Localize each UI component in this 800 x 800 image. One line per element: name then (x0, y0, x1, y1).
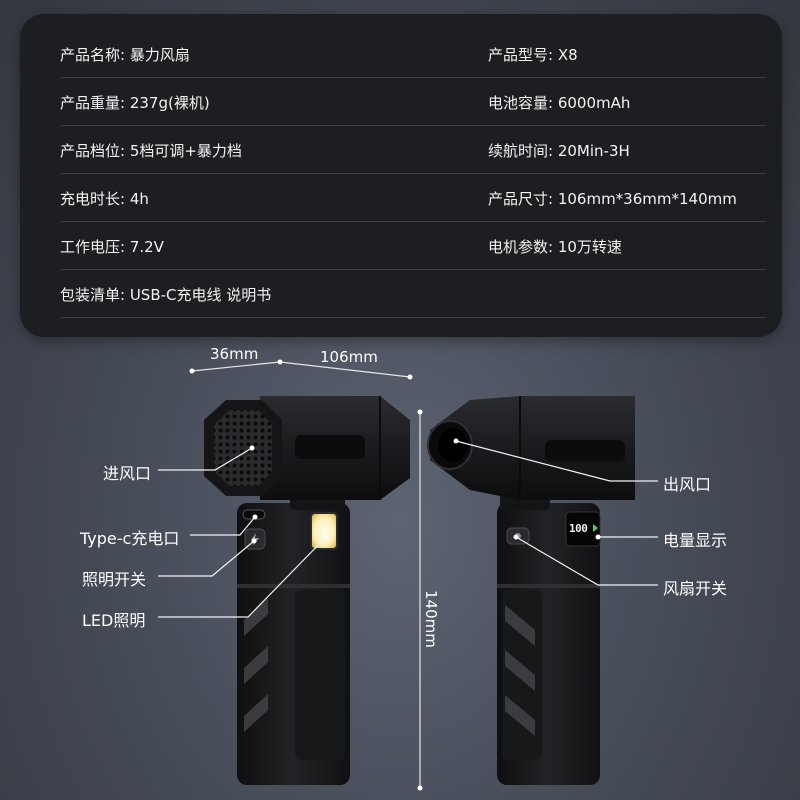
spec-row: 产品重量: 237g(裸机) 电池容量: 6000mAh (60, 78, 766, 126)
spec-row: 产品档位: 5档可调+暴力档 续航时间: 20Min-3H (60, 126, 766, 174)
spec-charge-time: 充电时长: 4h (60, 190, 149, 208)
spec-weight: 产品重量: 237g(裸机) (60, 94, 210, 112)
dimension-lines (189, 359, 423, 791)
spec-row: 工作电压: 7.2V 电机参数: 10万转速 (60, 222, 766, 270)
spec-size: 产品尺寸: 106mm*36mm*140mm (488, 190, 737, 208)
callout-lines (158, 440, 658, 618)
spec-battery: 电池容量: 6000mAh (488, 94, 631, 112)
right-device (427, 396, 635, 785)
spec-row: 充电时长: 4h 产品尺寸: 106mm*36mm*140mm (60, 174, 766, 222)
spec-row: 包装清单: USB-C充电线 说明书 (60, 270, 766, 318)
dimension-length: 106mm (320, 348, 378, 366)
callout-light-switch: 照明开关 (82, 570, 147, 589)
callout-air-inlet: 进风口 (103, 464, 152, 483)
dimension-height: 140mm (422, 590, 440, 648)
callout-fan-switch: 风扇开关 (663, 579, 728, 598)
spec-row: 产品名称: 暴力风扇 产品型号: X8 (60, 30, 766, 78)
spec-package: 包装清单: USB-C充电线 说明书 (60, 286, 272, 304)
battery-display-readout: 100 (569, 522, 588, 535)
callout-air-outlet: 出风口 (663, 475, 712, 494)
dimension-width: 36mm (210, 345, 259, 363)
spec-model: 产品型号: X8 (488, 46, 578, 64)
spec-voltage: 工作电压: 7.2V (60, 238, 164, 256)
callout-led-light: LED照明 (82, 611, 146, 630)
spec-panel: 产品名称: 暴力风扇 产品型号: X8 产品重量: 237g(裸机) 电池容量:… (20, 14, 782, 337)
air-inlet-mesh (214, 410, 272, 486)
left-device (204, 396, 410, 785)
callout-typec-port: Type-c充电口 (80, 529, 180, 548)
led-light-panel (312, 514, 336, 548)
callout-battery-display: 电量显示 (663, 531, 728, 550)
battery-display (565, 511, 601, 547)
spec-product-name: 产品名称: 暴力风扇 (60, 46, 190, 64)
spec-runtime: 续航时间: 20Min-3H (488, 142, 630, 160)
spec-motor: 电机参数: 10万转速 (488, 238, 622, 256)
spec-gears: 产品档位: 5档可调+暴力档 (60, 142, 242, 160)
